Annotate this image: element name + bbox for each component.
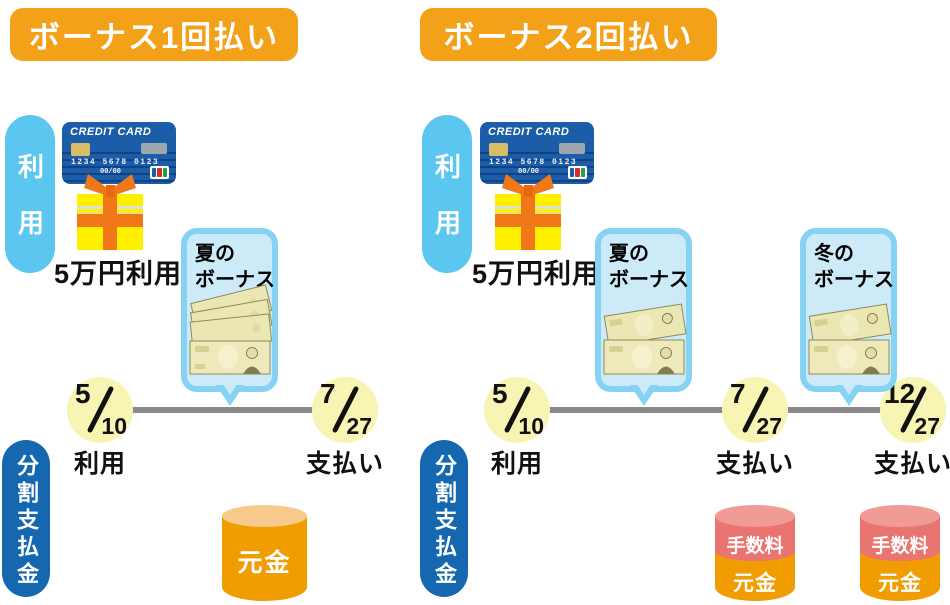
date-month: 7 xyxy=(730,378,746,409)
date-day: 10 xyxy=(518,413,544,439)
date-day: 27 xyxy=(914,413,940,439)
card-chip-icon xyxy=(489,143,508,156)
bubble-line1: 冬の xyxy=(814,243,854,265)
date-circle-usage: 5 10 xyxy=(484,377,550,443)
credit-card-icon: CREDIT CARD 1234 5678 0123 00/00 xyxy=(62,122,176,184)
card-magstripe-icon xyxy=(559,143,585,154)
date-month: 7 xyxy=(320,378,336,409)
gift-box-icon xyxy=(77,172,143,250)
usage-phase-label: 利用 xyxy=(431,153,462,265)
timeline-label-payment-1: 支払い xyxy=(715,450,794,478)
money-bills-icon xyxy=(603,303,687,375)
timeline-label-payment-2: 支払い xyxy=(873,450,950,478)
usage-phase-label: 利用 xyxy=(14,153,45,265)
date-month: 5 xyxy=(75,378,91,409)
amount-used-label: 5万円利用 xyxy=(472,259,601,289)
bubble-line1: 夏の xyxy=(195,243,235,265)
date-circle-payment-1: 7 27 xyxy=(722,377,788,443)
card-expiry: 00/00 xyxy=(100,168,122,176)
card-chip-icon xyxy=(71,143,90,156)
timeline-label-payment: 支払い xyxy=(305,450,384,478)
principal-label: 元金 xyxy=(733,572,777,595)
installment-phase-pill: 分割支払金 xyxy=(2,440,50,597)
card-network-logo-icon xyxy=(150,166,169,179)
panel-title: ボーナス1回払い xyxy=(28,20,280,55)
principal-label: 元金 xyxy=(237,549,292,577)
timeline-label-usage: 利用 xyxy=(73,450,126,478)
fee-principal-cylinder-1: 手数料 元金 xyxy=(715,505,795,601)
money-bills-icon xyxy=(808,303,892,375)
card-brand: CREDIT CARD xyxy=(488,126,570,138)
bubble-line2: ボーナス xyxy=(609,269,689,291)
fee-label: 手数料 xyxy=(726,536,784,557)
timeline-line xyxy=(517,407,913,413)
date-circle-payment: 7 27 xyxy=(312,377,378,443)
card-brand: CREDIT CARD xyxy=(70,126,152,138)
usage-phase-pill: 利用 xyxy=(422,115,472,273)
installment-phase-label: 分割支払金 xyxy=(14,454,39,589)
bubble-line1: 夏の xyxy=(609,243,649,265)
usage-phase-pill: 利用 xyxy=(5,115,55,273)
panel-title: ボーナス2回払い xyxy=(443,20,694,55)
fee-label: 手数料 xyxy=(871,536,929,557)
panel-title-banner: ボーナス1回払い xyxy=(10,8,298,61)
panel-title-banner: ボーナス2回払い xyxy=(420,8,717,61)
card-network-logo-icon xyxy=(568,166,587,179)
card-expiry: 00/00 xyxy=(518,168,540,176)
winter-bonus-bubble: 冬の ボーナス xyxy=(800,228,897,406)
timeline-label-usage: 利用 xyxy=(490,450,543,478)
panel-bonus-2-payments: ボーナス2回払い 利用 CREDIT CARD 1234 5678 0123 0… xyxy=(420,0,950,605)
date-day: 27 xyxy=(756,413,782,439)
installment-phase-pill: 分割支払金 xyxy=(420,440,468,597)
date-day: 27 xyxy=(346,413,372,439)
date-day: 10 xyxy=(101,413,127,439)
date-month: 5 xyxy=(492,378,508,409)
panel-bonus-1-payment: ボーナス1回払い 利用 CREDIT CARD 1234 5678 0123 0… xyxy=(0,0,420,605)
fee-principal-cylinder-2: 手数料 元金 xyxy=(860,505,940,601)
card-magstripe-icon xyxy=(141,143,167,154)
principal-label: 元金 xyxy=(878,572,922,595)
summer-bonus-bubble: 夏の ボーナス xyxy=(595,228,692,406)
gift-bow-icon xyxy=(84,174,136,197)
summer-bonus-bubble: 夏の ボーナス xyxy=(181,228,278,406)
card-number: 1234 5678 0123 xyxy=(489,158,578,167)
date-circle-usage: 5 10 xyxy=(67,377,133,443)
money-bills-icon xyxy=(189,284,273,375)
principal-cylinder: 元金 xyxy=(222,505,307,601)
credit-card-icon: CREDIT CARD 1234 5678 0123 00/00 xyxy=(480,122,594,184)
installment-phase-label: 分割支払金 xyxy=(432,454,457,589)
gift-box-icon xyxy=(495,172,561,250)
amount-used-label: 5万円利用 xyxy=(54,259,183,289)
bubble-line2: ボーナス xyxy=(195,269,275,291)
timeline-line xyxy=(100,407,345,413)
gift-bow-icon xyxy=(502,174,554,197)
bubble-line2: ボーナス xyxy=(814,269,894,291)
card-number: 1234 5678 0123 xyxy=(71,158,160,167)
